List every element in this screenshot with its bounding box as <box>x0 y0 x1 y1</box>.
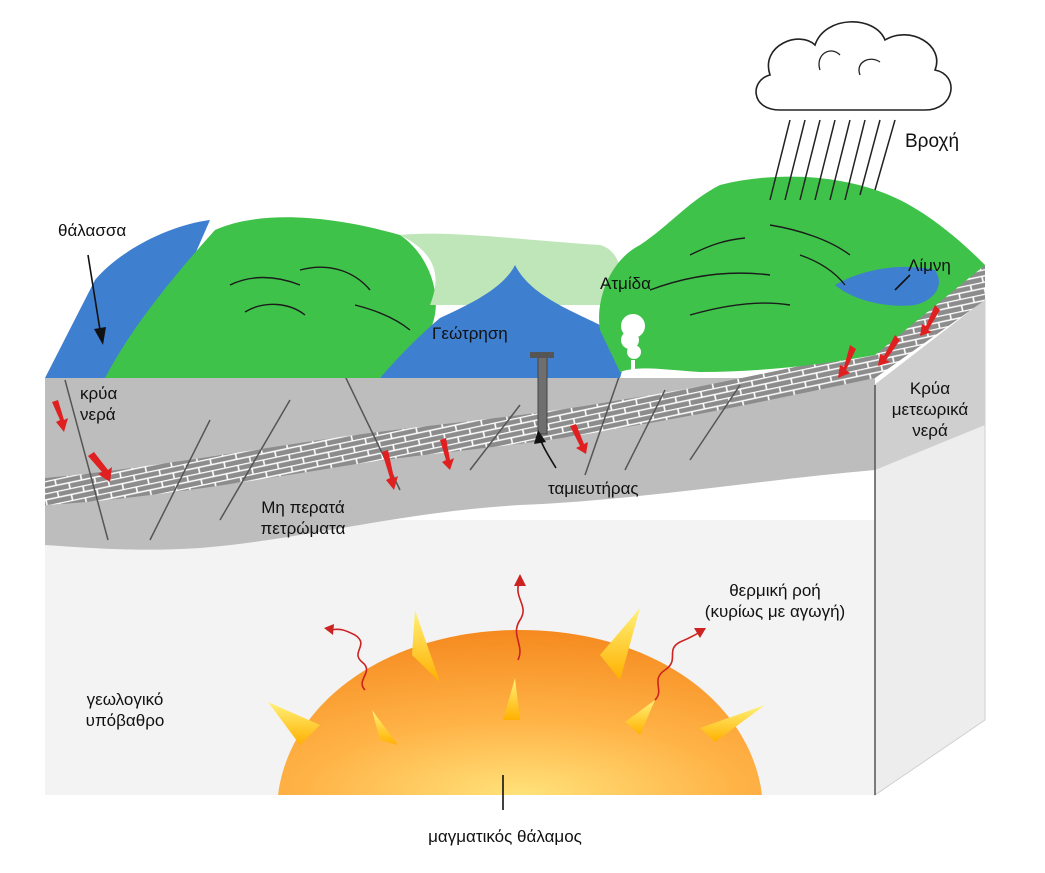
lake <box>835 266 939 306</box>
green-hills-right <box>599 176 985 372</box>
label-geological-basement: γεωλογικό υπόβαθρο <box>85 690 165 730</box>
label-rain: Βροχή <box>905 131 960 152</box>
heat-flow-arrowheads <box>324 574 706 638</box>
magma-chamber <box>278 630 762 795</box>
label-pointer-heads <box>94 327 546 444</box>
label-sea: θάλασσα <box>58 221 127 240</box>
valley-water <box>380 265 622 378</box>
reservoir-rock-band <box>45 350 875 505</box>
label-cold-water: κρύα νερά <box>80 384 118 424</box>
rain-cloud-icon <box>755 21 952 111</box>
light-green-valley <box>400 233 621 305</box>
label-lake: Λίμνη <box>908 256 951 275</box>
label-reservoir: ταμιευτήρας <box>548 479 639 498</box>
rain-streaks <box>769 119 896 201</box>
label-borehole: Γεώτρηση <box>432 324 508 343</box>
label-heat-flow: θερμική ροή (κυρίως με αγωγή) <box>704 581 846 621</box>
label-pointers <box>87 254 911 810</box>
impermeable-rock-layer <box>45 378 875 550</box>
steam-plume-icon <box>621 314 645 372</box>
label-cold-meteoric-water: Κρύα μετεωρικά νερά <box>891 379 969 440</box>
water-flow-arrows <box>52 305 940 490</box>
heat-flow-arrows <box>329 579 701 701</box>
hill-contours <box>229 224 851 331</box>
label-magma-chamber: μαγματικός θάλαμος <box>428 827 582 846</box>
label-impermeable-rocks: Μη περατά πετρώματα <box>260 498 346 538</box>
heat-spikes <box>268 608 765 745</box>
green-hills-left <box>105 217 436 378</box>
label-steam: Ατμίδα <box>600 274 651 293</box>
borehole-pipe <box>537 355 548 435</box>
borehole-cap <box>530 352 554 358</box>
block-side-rock-face <box>875 300 985 470</box>
sea-surface <box>45 220 210 378</box>
